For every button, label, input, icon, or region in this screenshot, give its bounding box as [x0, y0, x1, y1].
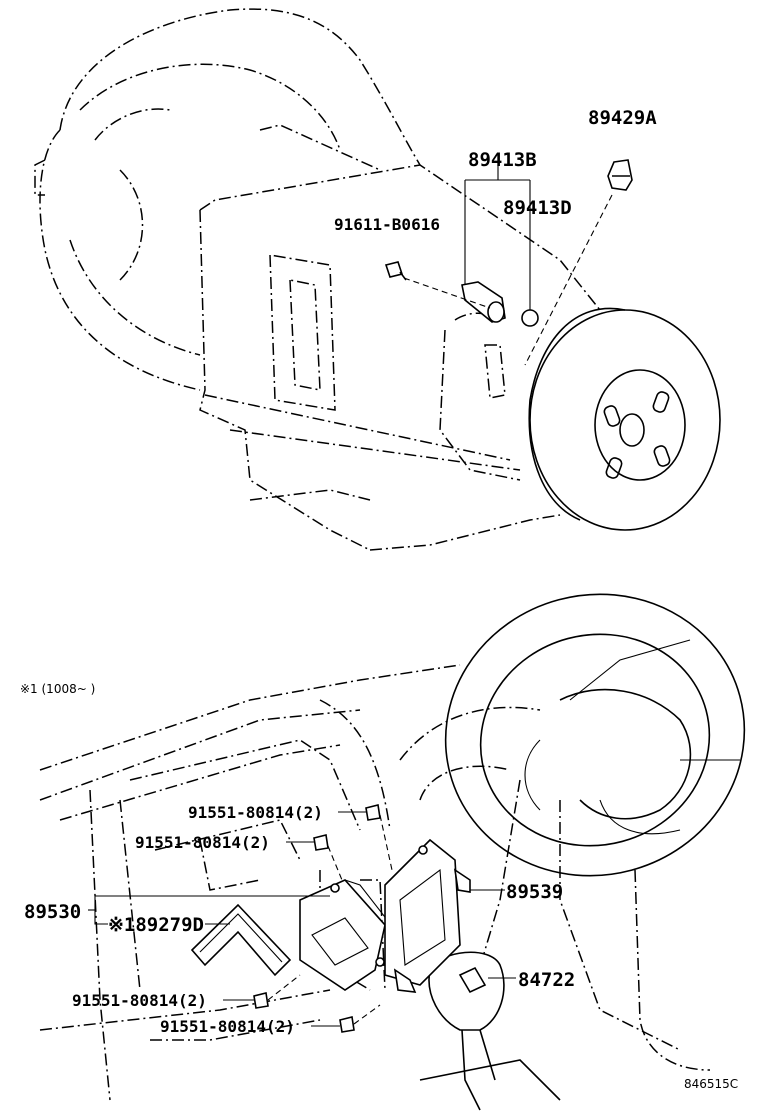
bolt-d-part — [339, 1016, 355, 1033]
label-89279d: ※189279D — [108, 914, 204, 936]
drawing-id: 846515C — [684, 1077, 738, 1091]
label-89539: 89539 — [506, 881, 563, 903]
label-91551-80814-c: 91551-80814(2) — [72, 991, 207, 1010]
label-84722: 84722 — [518, 969, 575, 991]
switch-89429a-part — [607, 159, 633, 191]
note-1-applicability: ※1 (1008~ ) — [20, 682, 95, 696]
ecu-89530-part — [299, 879, 396, 991]
dashboard-illustration — [39, 593, 746, 1111]
speed-sensor-89413b-part — [461, 281, 506, 323]
bolt-91611-part — [384, 261, 407, 281]
label-91551-80814-a: 91551-80814(2) — [188, 803, 323, 822]
o-ring-89413d-part — [521, 309, 539, 327]
label-89530: 89530 — [24, 901, 81, 923]
label-91551-80814-d: 91551-80814(2) — [160, 1017, 295, 1036]
label-89413d: 89413D — [503, 197, 572, 219]
transmission-illustration — [34, 8, 721, 551]
bolt-b-part — [313, 834, 329, 851]
label-91611-b0616: 91611-B0616 — [334, 215, 440, 234]
label-89429a: 89429A — [588, 107, 657, 129]
shift-knob-part — [419, 951, 561, 1111]
pad-89279d-part — [190, 903, 292, 977]
label-89413b: 89413B — [468, 149, 537, 171]
mounting-bracket-part — [384, 838, 471, 993]
label-91551-80814-b: 91551-80814(2) — [135, 833, 270, 852]
bolt-a-part — [365, 804, 381, 821]
bolt-c-part — [253, 992, 269, 1009]
